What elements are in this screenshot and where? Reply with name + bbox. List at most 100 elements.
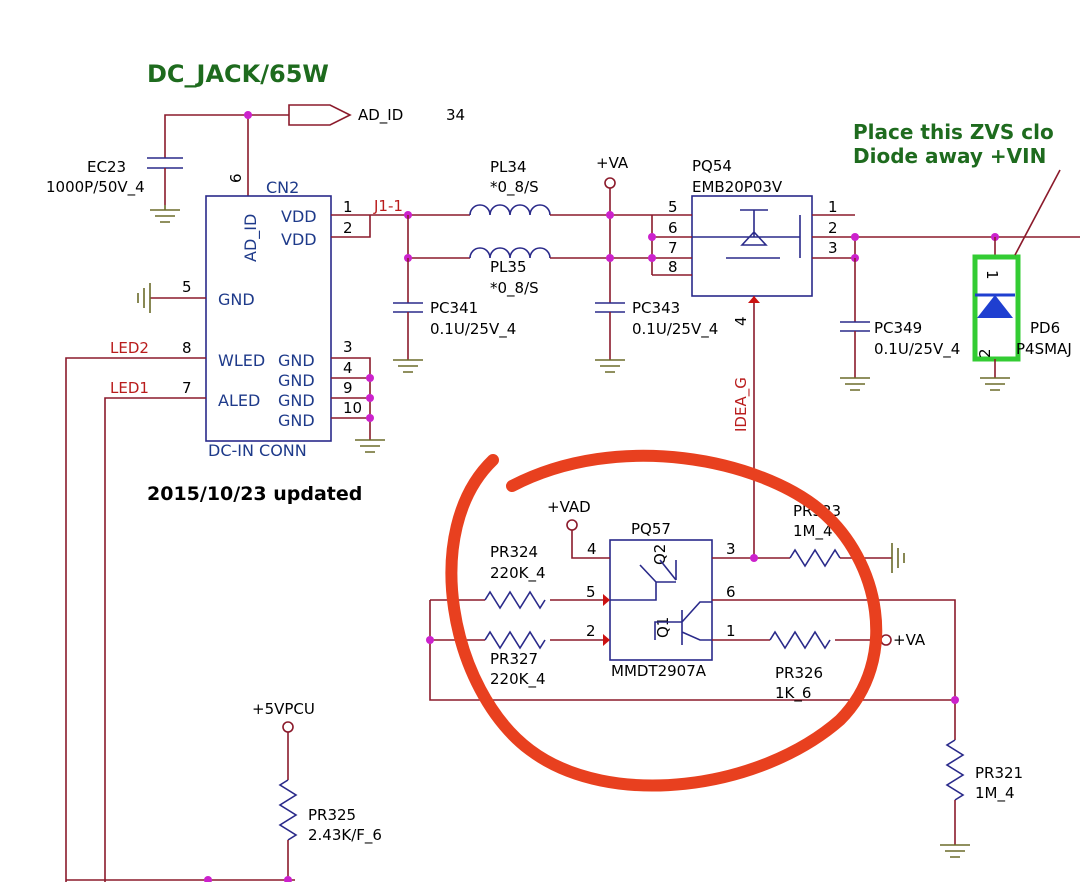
svg-text:PR326: PR326: [775, 664, 823, 682]
svg-text:PR327: PR327: [490, 650, 538, 668]
svg-text:1K_6: 1K_6: [775, 684, 811, 703]
svg-text:PC341: PC341: [430, 299, 478, 317]
svg-text:1: 1: [726, 622, 736, 640]
svg-text:3: 3: [828, 239, 838, 257]
svg-text:J1-1: J1-1: [373, 197, 403, 215]
svg-text:MMDT2907A: MMDT2907A: [611, 662, 707, 680]
note-line-1: Place this ZVS clo: [853, 120, 1054, 144]
pr324-resistor: PR324 220K_4: [430, 543, 610, 610]
svg-text:GND: GND: [218, 290, 255, 309]
svg-text:EMB20P03V: EMB20P03V: [692, 178, 783, 196]
svg-text:GND: GND: [278, 411, 315, 430]
junction: [951, 696, 959, 704]
cn2-connector: CN2 DC-IN CONN 6 AD_ID VDD VDD GND WLED …: [182, 173, 362, 460]
svg-text:10: 10: [343, 399, 362, 417]
svg-text:+VA: +VA: [596, 154, 629, 172]
svg-text:220K_4: 220K_4: [490, 670, 546, 689]
svg-text:AD_ID: AD_ID: [358, 106, 403, 125]
svg-text:Q2: Q2: [651, 544, 669, 565]
svg-text:6: 6: [227, 173, 245, 183]
svg-text:DC-IN CONN: DC-IN CONN: [208, 441, 307, 460]
junction: [204, 876, 212, 882]
svg-text:4: 4: [343, 359, 353, 377]
pc349-capacitor: PC349 0.1U/25V_4: [840, 258, 960, 391]
pl34-inductor: PL34 *0_8/S: [469, 158, 652, 216]
va-node: +VA: [596, 154, 629, 303]
svg-text:PR324: PR324: [490, 543, 538, 561]
svg-text:LED1: LED1: [110, 379, 149, 397]
svg-text:3: 3: [726, 540, 736, 558]
svg-text:34: 34: [446, 106, 465, 124]
svg-text:2: 2: [828, 219, 838, 237]
cn2-gnd-pins: [331, 357, 385, 453]
svg-text:5: 5: [668, 198, 678, 216]
svg-text:LED2: LED2: [110, 339, 149, 357]
svg-text:7: 7: [668, 239, 678, 257]
svg-text:*0_8/S: *0_8/S: [490, 279, 539, 298]
svg-text:PL35: PL35: [490, 258, 527, 276]
pl35-inductor: PL35 *0_8/S: [469, 247, 652, 298]
svg-text:1: 1: [343, 198, 353, 216]
led-nets: LED2 LED1: [65, 339, 206, 882]
svg-text:GND: GND: [278, 351, 315, 370]
pc343-capacitor: PC343 0.1U/25V_4: [595, 299, 718, 373]
svg-text:PC349: PC349: [874, 319, 922, 337]
junction: [244, 111, 252, 119]
svg-text:4: 4: [587, 540, 597, 558]
ground-symbol: [137, 283, 151, 313]
svg-text:2: 2: [586, 622, 596, 640]
svg-text:1: 1: [828, 198, 838, 216]
svg-text:0.1U/25V_4: 0.1U/25V_4: [430, 320, 516, 339]
pq54-mosfet: PQ54 EMB20P03V 5 6 7 8 1 2 3 4 IDEA_G: [648, 157, 1080, 558]
junction: [284, 876, 292, 882]
collector-wire: [712, 599, 956, 740]
svg-text:IDEA_G: IDEA_G: [732, 377, 751, 432]
svg-text:4: 4: [732, 316, 750, 326]
svg-text:PD6: PD6: [1030, 319, 1060, 337]
svg-text:6: 6: [726, 583, 736, 601]
note-line-2: Diode away +VIN: [853, 144, 1046, 168]
svg-text:*0_8/S: *0_8/S: [490, 178, 539, 197]
svg-text:8: 8: [668, 258, 678, 276]
svg-text:+5VPCU: +5VPCU: [252, 700, 315, 718]
svg-text:Q1: Q1: [654, 617, 672, 638]
svg-text:8: 8: [182, 339, 192, 357]
svg-text:5: 5: [586, 583, 596, 601]
pr325-resistor: +5VPCU PR325 2.43K/F_6: [252, 700, 382, 882]
svg-text:6: 6: [668, 219, 678, 237]
pc341-capacitor: PC341 0.1U/25V_4: [393, 258, 516, 373]
svg-text:GND: GND: [278, 391, 315, 410]
svg-text:+VAD: +VAD: [547, 498, 591, 516]
svg-text:WLED: WLED: [218, 351, 265, 370]
svg-text:CN2: CN2: [266, 178, 299, 197]
svg-text:2.43K/F_6: 2.43K/F_6: [308, 826, 382, 845]
pr326-resistor: +VA PR326 1K_6: [712, 630, 926, 703]
svg-text:PQ54: PQ54: [692, 157, 732, 175]
svg-text:0.1U/25V_4: 0.1U/25V_4: [874, 340, 960, 359]
pq57-transistor: PQ57 MMDT2907A Q2 Q1 +VAD 4 3 5 6 2 1: [547, 498, 790, 680]
updated-label: 2015/10/23 updated: [147, 483, 362, 505]
svg-text:3: 3: [343, 338, 353, 356]
svg-text:+VA: +VA: [893, 631, 926, 649]
junction: [426, 636, 434, 644]
svg-text:P4SMAJ: P4SMAJ: [1016, 340, 1072, 358]
svg-text:1: 1: [983, 270, 1001, 280]
svg-text:PQ57: PQ57: [631, 520, 671, 538]
svg-text:1M_4: 1M_4: [975, 784, 1015, 803]
svg-text:5: 5: [182, 278, 192, 296]
svg-text:EC23: EC23: [87, 158, 126, 176]
svg-text:2: 2: [976, 348, 994, 358]
svg-text:7: 7: [182, 379, 192, 397]
ad-id-offpage: AD_ID 34: [164, 104, 465, 145]
pr321-resistor: PR321 1M_4: [940, 739, 1023, 858]
svg-text:9: 9: [343, 379, 353, 397]
svg-text:1000P/50V_4: 1000P/50V_4: [46, 178, 145, 197]
schematic-title: DC_JACK/65W: [147, 60, 329, 88]
pd6-diode: 1 2 PD6 P4SMAJ: [972, 169, 1072, 391]
annotation-circle: [445, 449, 883, 792]
svg-text:VDD: VDD: [281, 230, 317, 249]
ec23-capacitor: EC23 1000P/50V_4: [46, 145, 183, 223]
svg-text:PR325: PR325: [308, 806, 356, 824]
svg-text:PR321: PR321: [975, 764, 1023, 782]
